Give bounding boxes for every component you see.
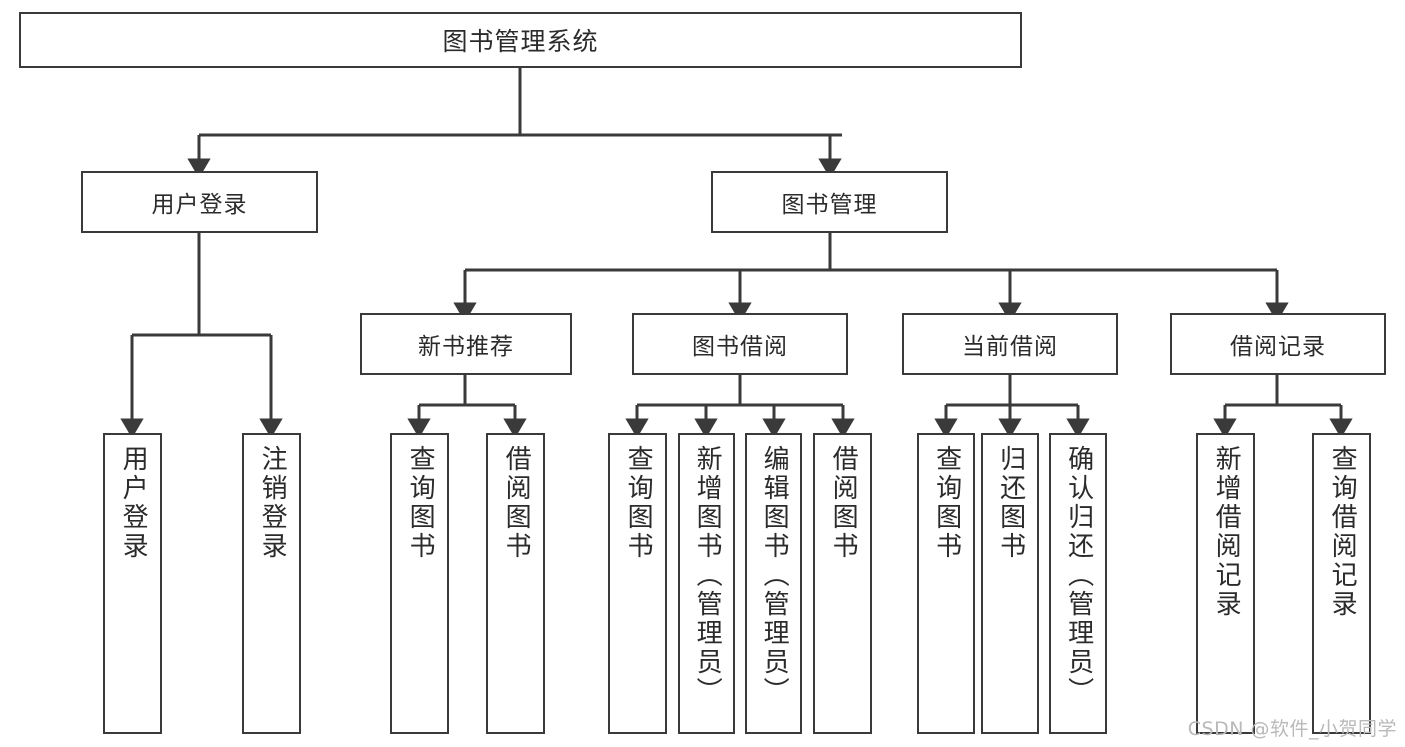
node-new-book-recommend-label: 新书推荐 — [418, 334, 514, 360]
node-leaf-recommend-borrow-book-label: 借阅图书 — [501, 445, 532, 561]
node-leaf-borrow-add-book-label: 新增图书（管理员） — [692, 445, 723, 706]
node-leaf-user-login-signout-label: 注销登录 — [257, 445, 288, 561]
node-leaf-borrow-add-book[interactable]: 新增图书（管理员） — [678, 433, 735, 734]
node-current-borrow-label: 当前借阅 — [962, 334, 1058, 360]
node-leaf-current-confirm-return[interactable]: 确认归还（管理员） — [1049, 433, 1107, 734]
node-borrow-record-label: 借阅记录 — [1230, 334, 1326, 360]
node-leaf-recommend-query-book[interactable]: 查询图书 — [390, 433, 449, 734]
node-leaf-borrow-lend-book-label: 借阅图书 — [828, 445, 859, 561]
node-book-borrow-label: 图书借阅 — [692, 334, 788, 360]
node-book-borrow[interactable]: 图书借阅 — [632, 313, 848, 375]
node-leaf-user-login-signin-label: 用户登录 — [118, 445, 149, 561]
node-leaf-current-query-book[interactable]: 查询图书 — [917, 433, 975, 734]
node-leaf-recommend-borrow-book[interactable]: 借阅图书 — [486, 433, 545, 734]
node-leaf-current-query-book-label: 查询图书 — [931, 445, 962, 561]
node-book-management[interactable]: 图书管理 — [711, 171, 948, 233]
node-leaf-user-login-signout[interactable]: 注销登录 — [242, 433, 301, 734]
node-leaf-record-add-label: 新增借阅记录 — [1211, 445, 1242, 619]
node-leaf-record-query-label: 查询借阅记录 — [1327, 445, 1358, 619]
node-leaf-current-return-book[interactable]: 归还图书 — [981, 433, 1039, 734]
node-leaf-borrow-edit-book-label: 编辑图书（管理员） — [759, 445, 790, 706]
node-leaf-borrow-edit-book[interactable]: 编辑图书（管理员） — [745, 433, 802, 734]
node-borrow-record[interactable]: 借阅记录 — [1170, 313, 1386, 375]
watermark-text: CSDN @软件_小贺同学 — [1187, 718, 1397, 740]
node-user-login[interactable]: 用户登录 — [81, 171, 318, 233]
node-current-borrow[interactable]: 当前借阅 — [902, 313, 1118, 375]
node-leaf-current-return-book-label: 归还图书 — [995, 445, 1026, 561]
node-leaf-recommend-query-book-label: 查询图书 — [405, 445, 436, 561]
node-book-management-label: 图书管理 — [781, 192, 878, 218]
node-new-book-recommend[interactable]: 新书推荐 — [360, 313, 572, 375]
node-leaf-record-query[interactable]: 查询借阅记录 — [1312, 433, 1371, 734]
node-leaf-record-add[interactable]: 新增借阅记录 — [1196, 433, 1255, 734]
node-leaf-borrow-query-book-label: 查询图书 — [623, 445, 654, 561]
node-leaf-user-login-signin[interactable]: 用户登录 — [103, 433, 162, 734]
node-leaf-borrow-query-book[interactable]: 查询图书 — [608, 433, 667, 734]
node-root-system-label: 图书管理系统 — [442, 27, 599, 56]
node-root-system[interactable]: 图书管理系统 — [19, 12, 1022, 68]
node-leaf-current-confirm-return-label: 确认归还（管理员） — [1063, 445, 1094, 706]
node-user-login-label: 用户登录 — [151, 192, 248, 218]
node-leaf-borrow-lend-book[interactable]: 借阅图书 — [813, 433, 872, 734]
